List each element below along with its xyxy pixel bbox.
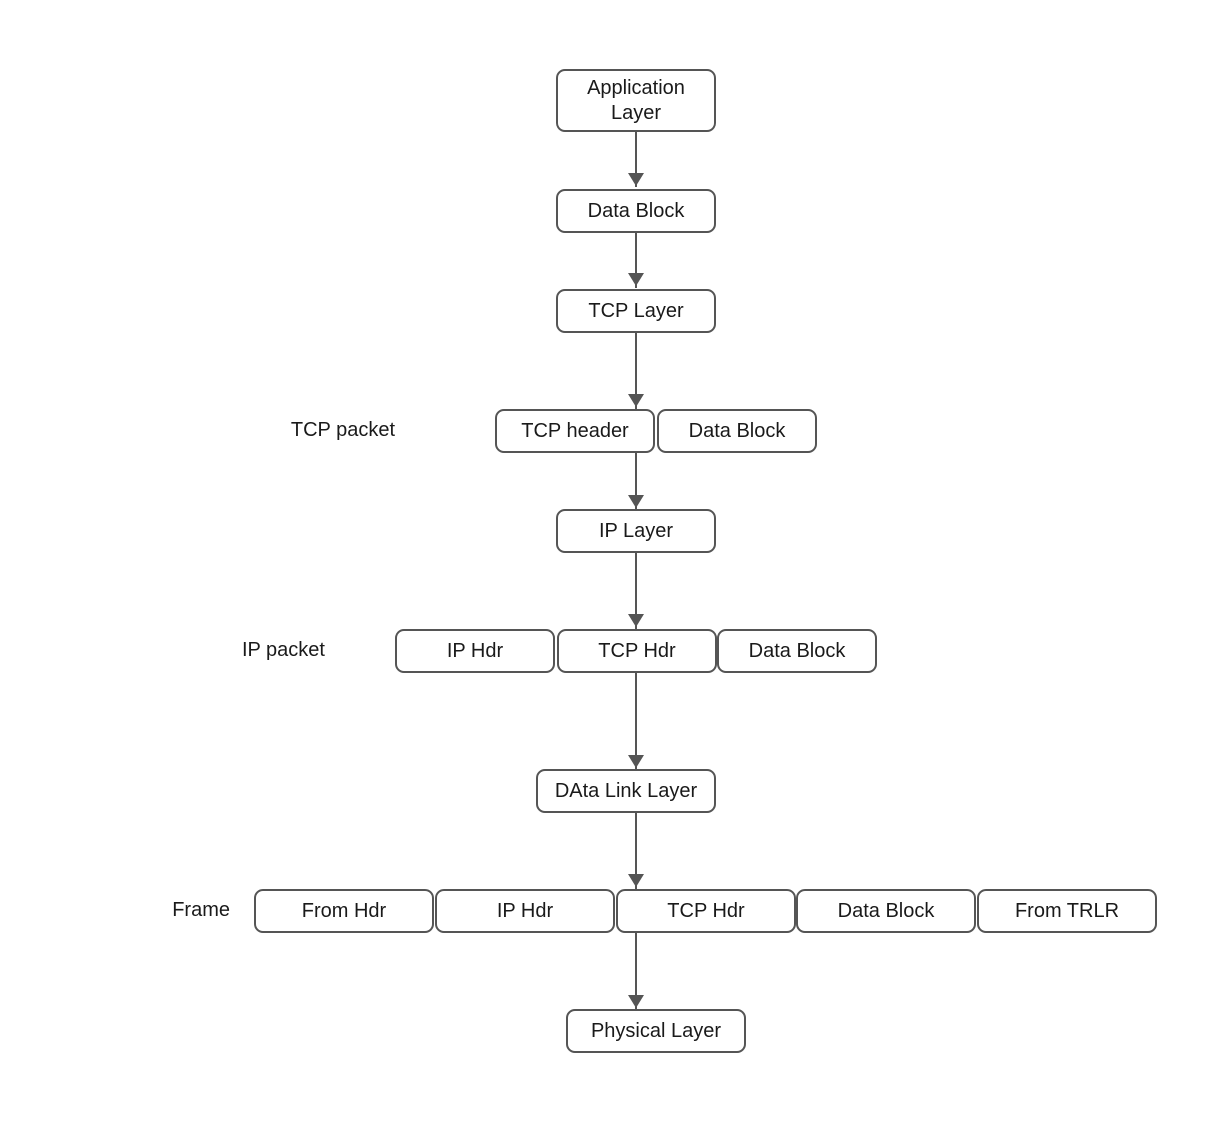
- segment-ip-packet-tcp-hdr[interactable]: TCP Hdr: [557, 629, 717, 673]
- segment-tcp-header[interactable]: TCP header: [495, 409, 655, 453]
- segment-ip-packet-data-block[interactable]: Data Block: [717, 629, 877, 673]
- segment-ip-hdr[interactable]: IP Hdr: [395, 629, 555, 673]
- row-label-frame: Frame: [172, 899, 230, 921]
- connector-ippacket-to-datalink: [635, 673, 637, 769]
- connector-datalink-to-frame: [635, 813, 637, 890]
- segment-frame-from-hdr[interactable]: From Hdr: [254, 889, 434, 933]
- row-label-ip-packet: IP packet: [241, 639, 325, 661]
- node-application-layer[interactable]: Application Layer: [556, 69, 716, 132]
- row-label-tcp-packet: TCP packet: [290, 419, 395, 441]
- arrowhead-to-iplayer: [628, 495, 644, 508]
- connector-tcppacket-to-iplayer: [635, 453, 637, 509]
- node-tcp-layer[interactable]: TCP Layer: [556, 289, 716, 333]
- connector-application-to-datablock: [635, 131, 637, 187]
- node-data-link-layer[interactable]: DAta Link Layer: [536, 769, 716, 813]
- connector-frame-to-physical: [635, 933, 637, 1009]
- segment-frame-tcp-hdr[interactable]: TCP Hdr: [616, 889, 796, 933]
- segment-frame-from-trlr[interactable]: From TRLR: [977, 889, 1157, 933]
- arrowhead-to-tcppacket: [628, 394, 644, 407]
- arrowhead-to-datalink: [628, 755, 644, 768]
- arrowhead-to-ippacket: [628, 614, 644, 627]
- arrowhead-to-physical: [628, 995, 644, 1008]
- node-data-block[interactable]: Data Block: [556, 189, 716, 233]
- connector-datablock-to-tcplayer: [635, 233, 637, 288]
- node-ip-layer[interactable]: IP Layer: [556, 509, 716, 553]
- segment-tcp-packet-data-block[interactable]: Data Block: [657, 409, 817, 453]
- arrowhead-to-datablock: [628, 173, 644, 186]
- connector-iplayer-to-ippacket: [635, 552, 637, 630]
- connector-tcplayer-to-tcppacket: [635, 331, 637, 409]
- node-physical-layer[interactable]: Physical Layer: [566, 1009, 746, 1053]
- arrowhead-to-tcplayer: [628, 273, 644, 286]
- segment-frame-ip-hdr[interactable]: IP Hdr: [435, 889, 615, 933]
- segment-frame-data-block[interactable]: Data Block: [796, 889, 976, 933]
- arrowhead-to-frame: [628, 874, 644, 887]
